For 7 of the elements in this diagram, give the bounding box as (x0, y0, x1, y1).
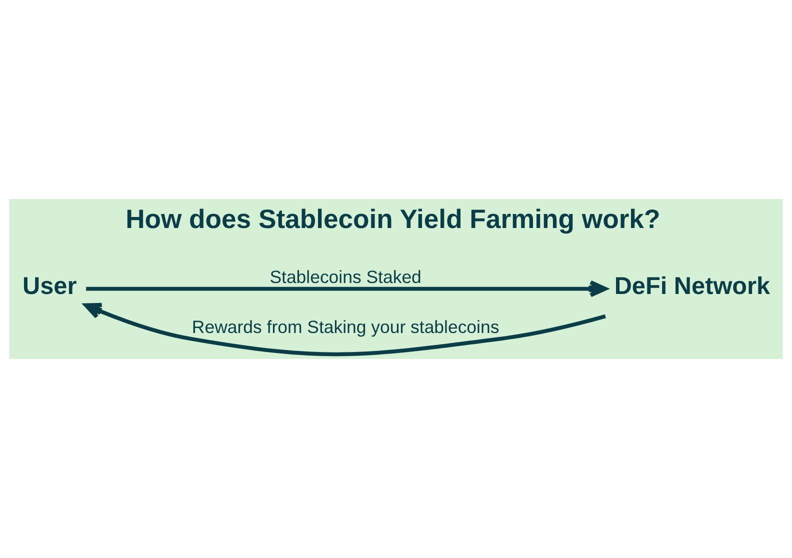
edge-label: Stablecoins Staked (270, 267, 422, 288)
node-text: User (22, 272, 77, 300)
arrow (86, 280, 608, 298)
arrow (84, 302, 606, 356)
node-text: DeFi Network (614, 272, 770, 300)
diagram-title: How does Stablecoin Yield Farming work? (126, 204, 660, 234)
edge-label: Rewards from Staking your stablecoins (192, 316, 500, 337)
